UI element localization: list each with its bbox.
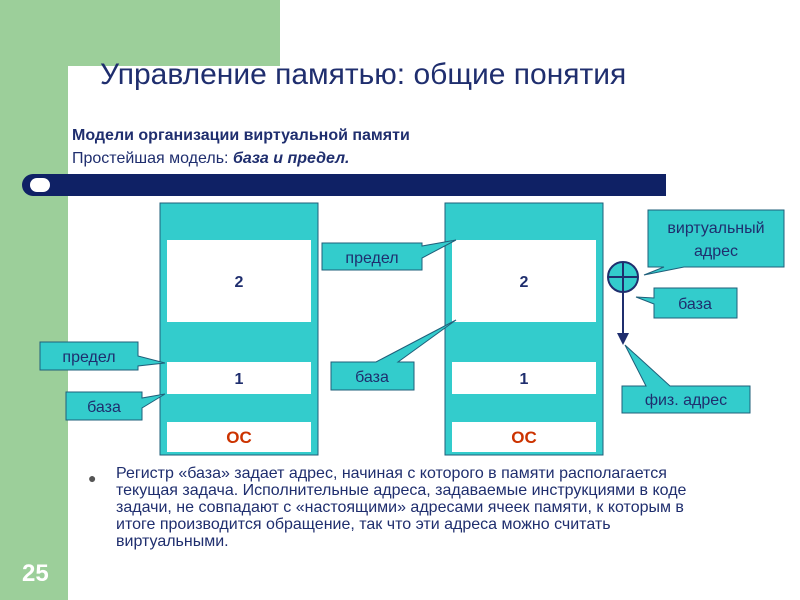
callout-adder-base-label: база [678,296,712,313]
callout-virtual-address-line1: виртуальный [667,220,764,237]
callout-left-limit: предел [39,341,166,371]
left-segment-2-label: 2 [235,274,244,291]
callout-left-limit-label: предел [62,349,115,366]
subtitle-simple-model: Простейшая модель: база и предел. [72,150,350,168]
callout-virtual-address: виртуальный адрес [643,209,785,276]
bullet-text: Регистр «база» задает адрес, начиная с к… [116,465,687,550]
slide-title: Управление памятью: общие понятия [100,58,627,91]
subtitle-simple-model-prefix: Простейшая модель: [72,150,233,167]
callout-left-base: база [65,391,166,421]
right-segment-1-label: 1 [520,371,529,388]
right-segment-2 [452,240,596,322]
callout-virtual-address-line2: адрес [694,243,738,260]
left-memory-column: 2 1 ОС [159,202,319,456]
right-segment-2-label: 2 [520,274,529,291]
callout-right-base-label: база [355,369,389,386]
divider-bar-cap [30,178,50,192]
callout-physical-address: физ. адрес [621,344,751,414]
left-segment-2 [167,240,311,322]
adder-symbol [607,261,639,293]
page-number: 25 [22,560,49,587]
right-segment-os [452,422,596,452]
callout-right-limit: предел [321,239,457,271]
callout-adder-base: база [635,287,738,319]
right-segment-1 [452,362,596,394]
callout-right-base: база [330,319,457,391]
callout-left-base-label: база [87,399,121,416]
callout-right-limit-label: предел [345,250,398,267]
divider-bar [22,174,666,196]
right-memory-column: 2 1 ОС [444,202,604,456]
subtitle-simple-model-emphasis: база и предел. [232,150,350,167]
subtitle-models: Модели организации виртуальной памяти [72,127,410,144]
left-segment-1-label: 1 [235,371,244,388]
side-accent-band [0,0,68,600]
left-segment-os-label: ОС [226,428,252,447]
bullet-marker: ● [88,470,97,486]
top-accent-band [68,0,280,66]
physical-address-arrow [617,292,629,345]
callout-physical-address-label: физ. адрес [645,392,727,409]
left-segment-1 [167,362,311,394]
right-segment-os-label: ОС [511,428,537,447]
left-segment-os [167,422,311,452]
